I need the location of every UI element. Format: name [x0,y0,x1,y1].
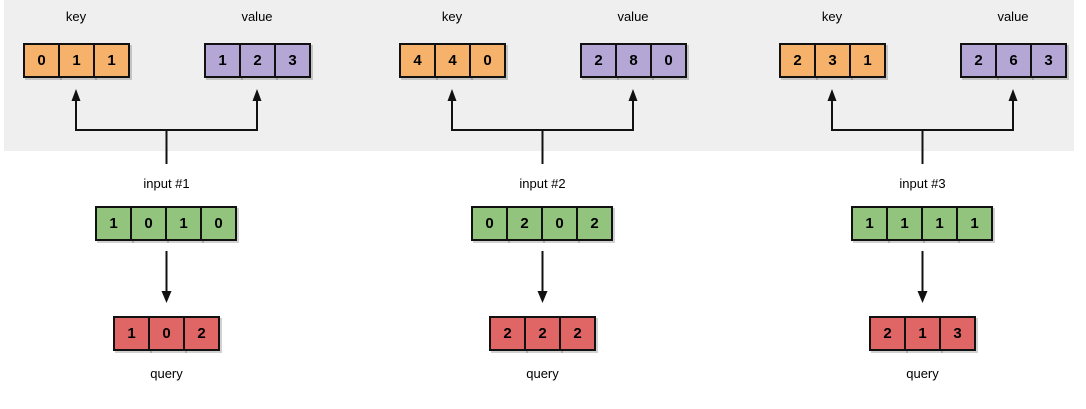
input-cell: 1 [921,206,958,241]
value-cell: 8 [615,43,652,78]
input-label: input #1 [143,176,190,191]
query-cell: 2 [869,316,906,351]
input-cell: 1 [851,206,888,241]
arrow-up-icon [1008,89,1018,101]
value-cell: 2 [580,43,617,78]
query-cell: 2 [489,316,526,351]
arrow-down-icon [161,291,172,303]
query-cell: 2 [183,316,220,351]
arrow-up-icon [827,89,837,101]
value-cell: 2 [960,43,997,78]
key-cell: 1 [93,43,130,78]
query-cell: 0 [148,316,185,351]
arrow-up-icon [71,89,81,101]
query-label: query [526,366,559,381]
arrow-up-icon [252,89,262,101]
input-cell: 0 [541,206,578,241]
input-cell: 1 [886,206,923,241]
query-cell: 3 [939,316,976,351]
input-cell: 1 [956,206,993,241]
key-label: key [441,9,463,24]
key-cell: 1 [58,43,95,78]
query-cell: 2 [559,316,596,351]
arrow-down-icon [917,291,928,303]
value-cell: 1 [204,43,241,78]
key-cell: 4 [399,43,436,78]
key-cell: 4 [434,43,471,78]
value-cell: 0 [650,43,687,78]
connector-arrows [827,89,1018,303]
connector-arrows [71,89,262,303]
key-cell: 0 [23,43,60,78]
value-label: value [997,9,1029,24]
query-cell: 1 [113,316,150,351]
arrow-up-icon [447,89,457,101]
input-cell: 0 [200,206,237,241]
key-value-background-band [4,0,1074,151]
input-label: input #3 [899,176,946,191]
query-label: query [906,366,939,381]
key-cell: 3 [814,43,851,78]
value-cell: 2 [239,43,276,78]
value-cell: 3 [1030,43,1067,78]
input-label: input #2 [519,176,566,191]
key-cell: 0 [469,43,506,78]
input-cell: 2 [506,206,543,241]
value-cell: 6 [995,43,1032,78]
value-cell: 3 [274,43,311,78]
input-cell: 0 [471,206,508,241]
key-label: key [821,9,843,24]
input-cell: 1 [95,206,132,241]
key-label: key [65,9,87,24]
value-label: value [241,9,273,24]
query-cell: 1 [904,316,941,351]
input-cell: 2 [576,206,613,241]
value-label: value [617,9,649,24]
query-label: query [150,366,183,381]
key-cell: 1 [849,43,886,78]
query-cell: 2 [524,316,561,351]
key-cell: 2 [779,43,816,78]
input-cell: 0 [130,206,167,241]
arrow-down-icon [537,291,548,303]
input-cell: 1 [165,206,202,241]
arrow-up-icon [628,89,638,101]
connector-arrows [447,89,638,303]
